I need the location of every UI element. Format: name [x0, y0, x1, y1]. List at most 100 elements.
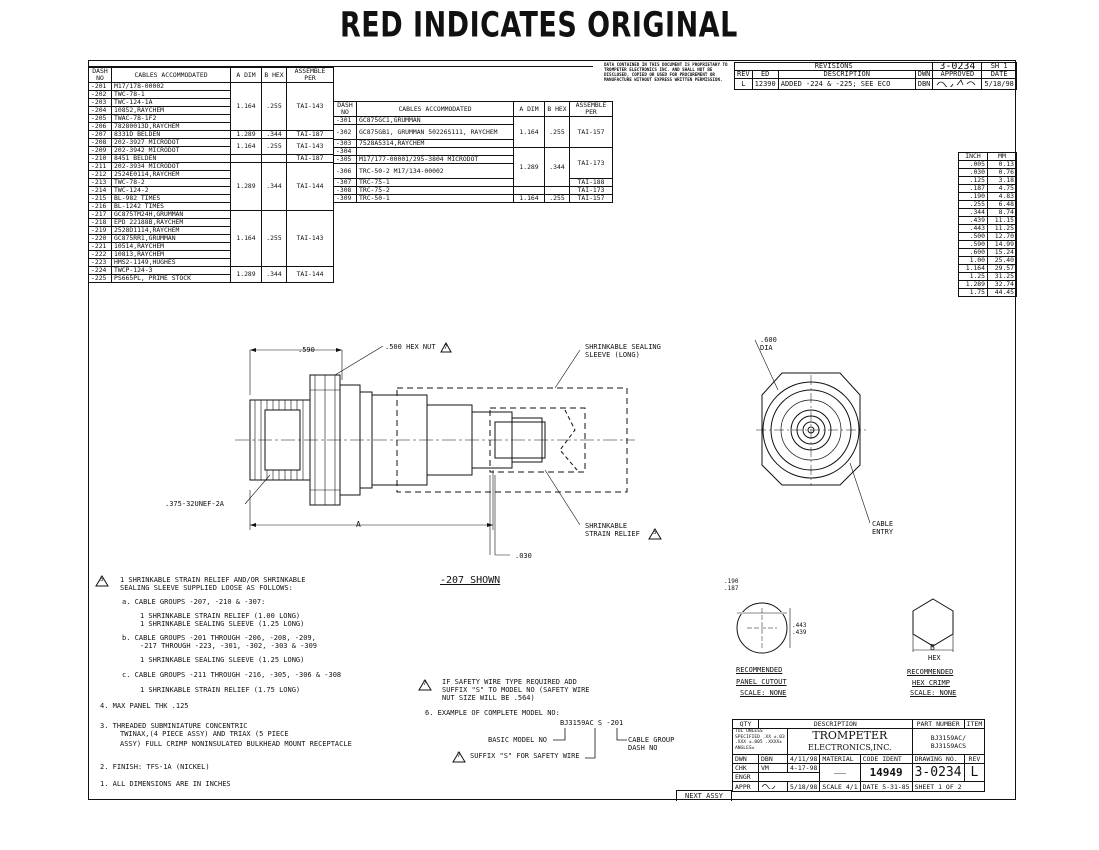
part-number-1: BJ3159AC/: [930, 733, 967, 742]
engr-label: ENGR: [731, 772, 760, 782]
hex-nut-label: .500 HEX NUT 7: [385, 341, 452, 353]
note7-flag-icon: 7: [439, 341, 452, 353]
t2-a-header: A DIM: [513, 101, 545, 117]
note5-marker-number: 5: [100, 576, 104, 583]
t1-cables-header: CABLES ACCOMMODATED: [111, 67, 231, 83]
t2-a-dim: 1.164: [513, 116, 545, 148]
cable-group-label: CABLE GROUP DASH NO: [628, 736, 675, 752]
panel-cutout-drawing: [736, 602, 791, 654]
chk-label: CHK: [731, 763, 760, 773]
approved-signature: [932, 78, 983, 90]
date-value: DATE 5-31-85: [859, 781, 913, 792]
sheet-value: SHEET 1 OF 2: [911, 781, 986, 792]
code-ident-value: 14949: [859, 763, 913, 782]
t2-cable: GC875GC1,GRUMMAN: [356, 116, 514, 125]
t2-assemble: TAI-157: [569, 116, 613, 148]
connector-end-view: [754, 339, 871, 524]
cutout-dim-190: .190: [724, 578, 739, 585]
cutout-label-3: SCALE: NONE: [740, 689, 787, 697]
t1-assemble: TAI-144: [286, 266, 334, 283]
description-header: DESCRIPTION: [758, 719, 913, 729]
t2-dash-header: DASH NO: [333, 101, 357, 117]
t2-b-hex: .255: [544, 116, 570, 148]
chk-by: VM: [758, 763, 788, 773]
dwn-col-header: DWN: [914, 70, 934, 79]
note7-line2: SUFFIX "S" TO MODEL NO (SAFETY WIRE: [442, 686, 590, 694]
frame-top-rule: [88, 66, 593, 67]
note5-a: a. CABLE GROUPS -207, -210 & -307:: [122, 598, 266, 606]
company-name: TROMPETER ELECTRONICS,INC.: [787, 728, 913, 755]
note7-line1: IF SAFETY WIRE TYPE REQUIRED ADD: [442, 678, 577, 686]
t2-cable: M17/177-00001/295-3804 MICRODOT: [356, 155, 514, 164]
t2-assemble: TAI-173: [569, 147, 613, 179]
note3-line3: ASSY) FULL CRIMP NONINSULATED BULKHEAD M…: [120, 740, 352, 748]
t1-a-dim: 1.164: [230, 138, 262, 155]
dim-590-label: .590: [298, 346, 315, 354]
note7-marker-icon: 7: [418, 676, 432, 691]
note5-line1: 1 SHRINKABLE STRAIN RELIEF AND/OR SHRINK…: [120, 576, 306, 584]
t1-a-dim: 1.289: [230, 162, 262, 211]
model-example: BJ3159AC S -201: [560, 719, 624, 727]
cutout-label-2: PANEL CUTOUT: [736, 678, 787, 686]
material-label: MATERIAL: [819, 754, 861, 764]
t2-dash: -309: [333, 194, 357, 203]
rev-label: REV: [963, 754, 986, 764]
thread-label: .375-32UNEF-2A: [165, 500, 225, 508]
t2-cable: GC875GB1, GRUMMAN 50226S111, RAYCHEM: [356, 124, 514, 140]
description-col-header: DESCRIPTION: [777, 70, 916, 79]
revision-date: 5/18/98: [981, 78, 1017, 90]
t2-dash: -302: [333, 124, 357, 140]
note3-line2: TWINAX,(4 PIECE ASSY) AND TRIAX (5 PIECE: [120, 730, 289, 738]
proprietary-note: DATA CONTAINED IN THIS DOCUMENT IS PROPR…: [604, 62, 728, 82]
note5-marker-icon: 5: [95, 572, 109, 587]
rev-value-block: L: [963, 763, 986, 782]
dia-label: .600 DIA: [760, 336, 777, 352]
t1-assemble: TAI-143: [286, 82, 334, 131]
note7-marker-number: 7: [423, 680, 427, 687]
crimp-label-2: HEX CRIMP: [912, 679, 950, 687]
note7-suffix-icon: 7: [452, 748, 466, 763]
t1-a-dim: 1.289: [230, 266, 262, 283]
company-line-1: TROMPETER: [812, 728, 888, 742]
banner-title: RED INDICATES ORIGINAL: [340, 5, 738, 46]
code-ident-label: CODE IDENT: [859, 754, 913, 764]
note5-a-item1: 1 SHRINKABLE STRAIN RELIEF (1.00 LONG): [140, 612, 301, 620]
strain-relief-label: SHRINKABLE STRAIN RELIEF: [585, 522, 640, 538]
tolerance-block: TOL UNLESS SPECIFIED .XX ±.03 .XXX ±.005…: [732, 728, 788, 755]
ed-col-header: ED: [751, 70, 779, 79]
cable-table-300-series: DASH NO CABLES ACCOMMODATED A DIM B HEX …: [333, 101, 613, 203]
note7-flag-number: 7: [443, 344, 448, 351]
note1: 1. ALL DIMENSIONS ARE IN INCHES: [100, 780, 231, 788]
date-col-header: DATE: [981, 70, 1017, 79]
t1-assemble: TAI-144: [286, 162, 334, 211]
t1-dash: -225: [88, 274, 112, 283]
t2-assemble: TAI-157: [569, 194, 613, 203]
dwn-value: DBN: [914, 78, 934, 90]
t2-cable: TRC-50-1: [356, 194, 514, 203]
note3-line1: 3. THREADED SUBMINIATURE CONCENTRIC: [100, 722, 248, 730]
shown-label: -207 SHOWN: [440, 575, 501, 586]
note5-c-item1: 1 SHRINKABLE STRAIN RELIEF (1.75 LONG): [140, 686, 301, 694]
note5-line2: SEALING SLEEVE SUPPLIED LOOSE AS FOLLOWS…: [120, 584, 293, 592]
crimp-hex-label: HEX: [928, 654, 941, 662]
t1-per-header: ASSEMBLE PER: [286, 67, 334, 83]
appr-date: 5/18/98: [786, 781, 821, 792]
t2-b-hex: .255: [544, 194, 570, 203]
approved-signature-mark: [937, 79, 976, 89]
t1-b-header: B HEX: [261, 67, 287, 83]
basic-model-label: BASIC MODEL NO: [488, 736, 548, 744]
note7-line3: NUT SIZE WILL BE .564): [442, 694, 535, 702]
crimp-label-1: RECOMMENDED: [907, 668, 954, 676]
t1-a-dim: 1.164: [230, 210, 262, 267]
cutout-circle: [736, 602, 788, 654]
t1-a-dim: [230, 154, 262, 163]
t2-cable: 7528A5314,RAYCHEM: [356, 139, 514, 148]
t1-b-hex: .255: [261, 210, 287, 267]
t2-b-hex: .344: [544, 147, 570, 187]
revisions-table: REVISIONS 3-0234 SH 1 REV ED DESCRIPTION…: [733, 62, 1017, 90]
t2-dash: -301: [333, 116, 357, 125]
note2: 2. FINISH: TFS-1A (NICKEL): [100, 763, 210, 771]
scale-value: SCALE 4/1: [819, 781, 861, 792]
note5-b-line2: -217 THROUGH -223, -301, -302, -303 & -3…: [140, 642, 318, 650]
dwn-by: DBN: [758, 754, 788, 764]
